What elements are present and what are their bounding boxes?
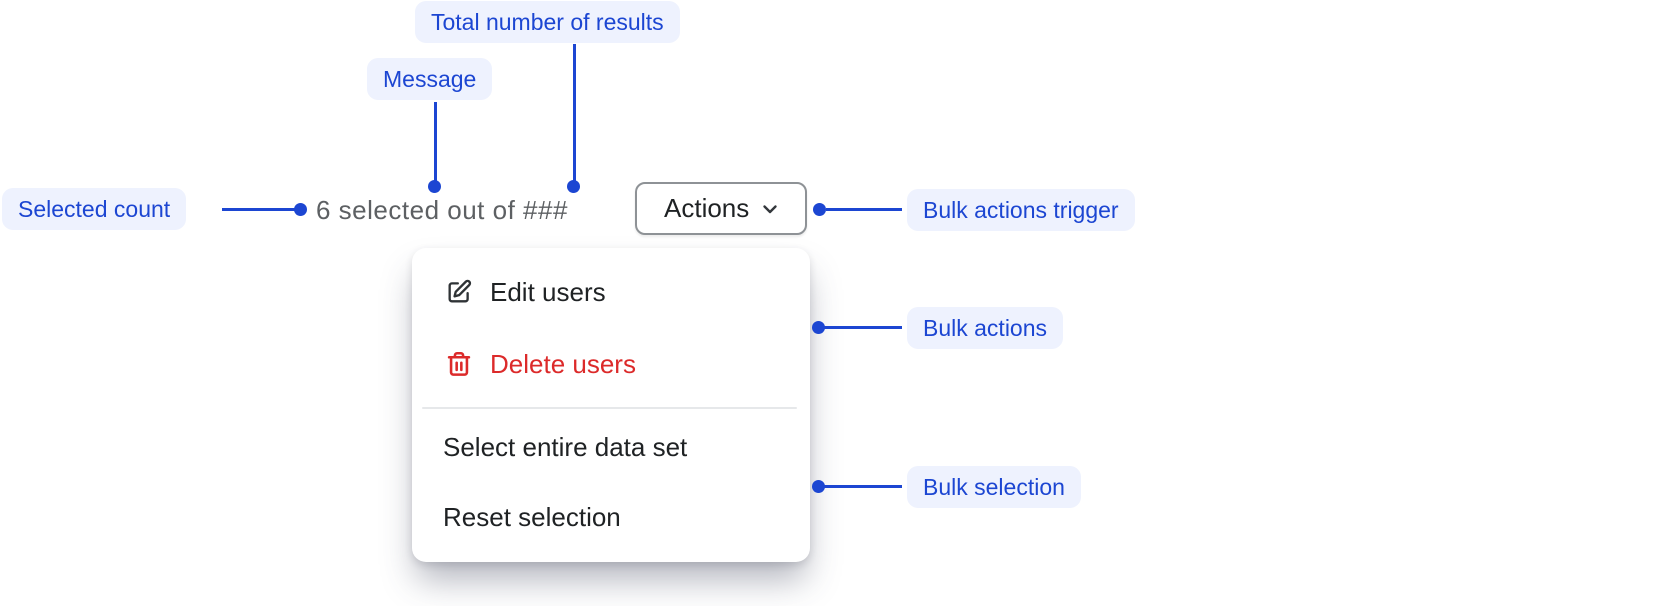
menu-item-label: Select entire data set [443,431,688,462]
bulk-actions-menu: Edit users Delete users Select entire da… [412,248,810,562]
menu-item-edit-users[interactable]: Edit users [412,270,810,314]
chevron-down-icon [759,198,781,220]
annotation-label-bulk-actions: Bulk actions [907,307,1064,349]
actions-button-label: Actions [664,193,750,223]
bulk-actions-trigger-button[interactable]: Actions [635,182,807,235]
connector-dot-bulk-actions-trigger [813,203,826,216]
annotation-label-bulk-actions-trigger: Bulk actions trigger [907,189,1135,231]
connector-line-total-results [573,44,576,182]
selection-message: 6 selected out of ### [316,195,568,225]
connector-dot-bulk-actions [812,321,825,334]
menu-item-reset-selection[interactable]: Reset selection [412,495,810,539]
menu-divider [422,407,797,409]
connector-dot-message [428,180,441,193]
menu-item-label: Reset selection [443,501,621,532]
annotation-label-message: Message [367,58,493,100]
connector-line-bulk-actions-trigger [826,208,902,211]
connector-line-message [434,102,437,182]
annotation-label-selected-count: Selected count [2,188,187,230]
menu-item-delete-users[interactable]: Delete users [412,342,810,386]
annotation-label-bulk-selection: Bulk selection [907,466,1081,508]
menu-item-label: Edit users [490,276,606,307]
connector-line-bulk-selection [824,485,902,488]
annotation-label-total-results: Total number of results [415,1,680,43]
menu-item-select-entire-data-set[interactable]: Select entire data set [412,425,810,469]
connector-dot-total-results [567,180,580,193]
connector-line-selected-count [222,208,296,211]
trash-icon [445,350,473,378]
connector-line-bulk-actions [824,326,902,329]
connector-dot-bulk-selection [812,480,825,493]
menu-item-label: Delete users [490,348,636,379]
edit-icon [445,278,473,306]
connector-dot-selected-count [294,203,307,216]
